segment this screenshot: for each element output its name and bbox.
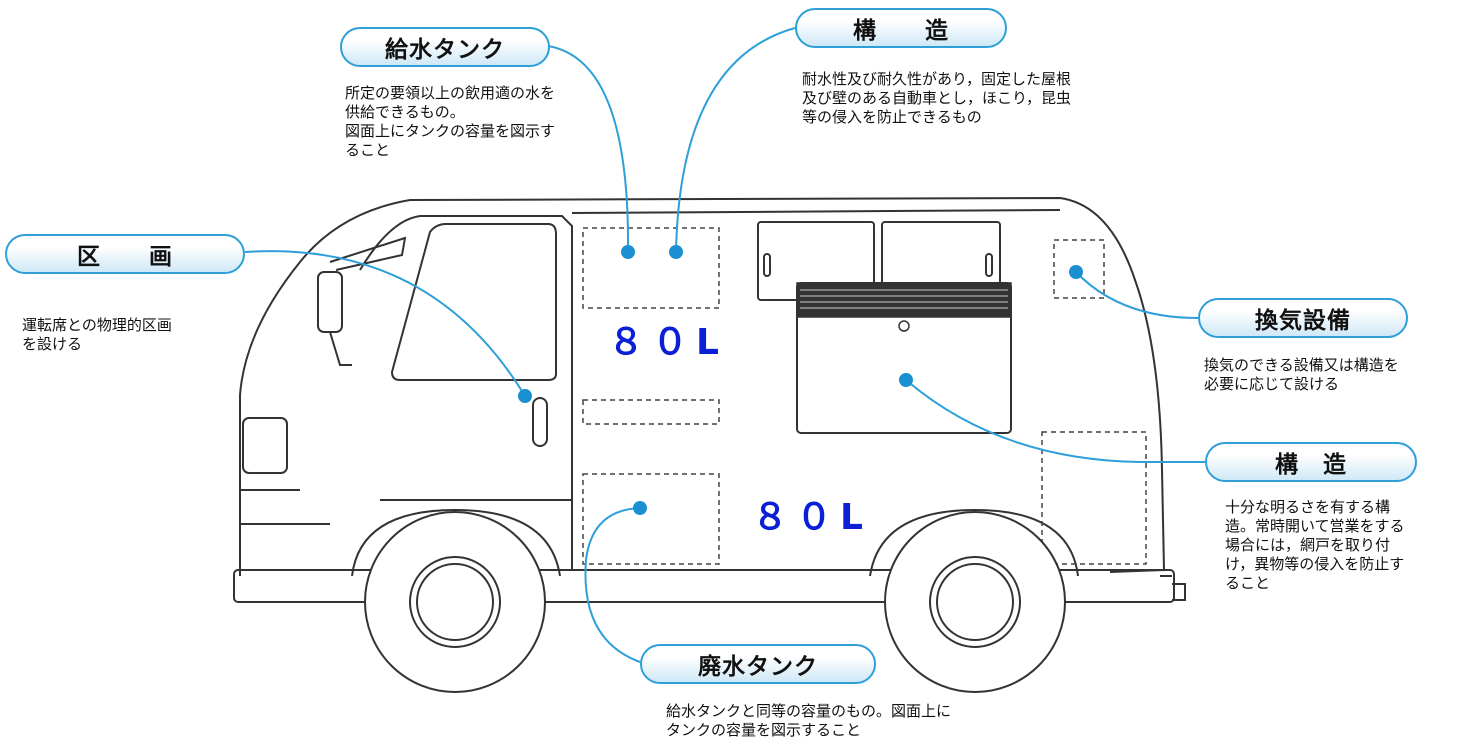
water-supply-tank-label: 給水タンク (340, 27, 550, 67)
leader-ventilation (1075, 271, 1199, 319)
structure-top-description: 耐水性及び耐久性があり，固定した屋根 及び壁のある自動車とし，ほこり，昆虫 等の… (802, 70, 1071, 126)
ventilation-label: 換気設備 (1198, 298, 1408, 338)
leader-lines (244, 27, 1205, 663)
wheels (364, 511, 1066, 693)
partition-label: 区 画 (5, 234, 245, 274)
leader-partition (244, 250, 526, 397)
compartments (582, 227, 1147, 565)
window-knob (898, 320, 910, 332)
leader-structure-top (675, 27, 796, 253)
waste-tank-capacity: ８０L (752, 497, 871, 538)
structure-right-description: 十分な明るさを有する構 造。常時開いて営業をする 場合には，網戸を取り付 け，異… (1225, 498, 1405, 592)
structure-top-label: 構 造 (795, 8, 1007, 48)
window-louver (796, 282, 1012, 318)
ventilation-description: 換気のできる設備又は構造を 必要に応じて設ける (1204, 356, 1399, 393)
louver-slats (800, 289, 1008, 309)
supply-tank-capacity: ８０L (608, 322, 727, 363)
supply-tank-box (582, 227, 720, 309)
partition-description: 運転席との物理的区画 を設ける (22, 316, 172, 353)
water-supply-tank-description: 所定の要領以上の飲用適の水を 供給できるもの。 図面上にタンクの容量を図示す る… (345, 84, 556, 159)
leader-water-supply (547, 45, 630, 253)
leader-structure-right (905, 379, 1205, 463)
waste-water-tank-description: 給水タンクと同等の容量のもの。図面上に タンクの容量を図示すること (666, 702, 952, 739)
van-body (233, 196, 1186, 603)
leader-waste-water (584, 507, 641, 663)
structure-right-label: 構 造 (1205, 442, 1417, 482)
marker-dots (518, 245, 1083, 515)
waste-tank-box (582, 473, 720, 565)
waste-water-tank-label: 廃水タンク (640, 644, 876, 684)
